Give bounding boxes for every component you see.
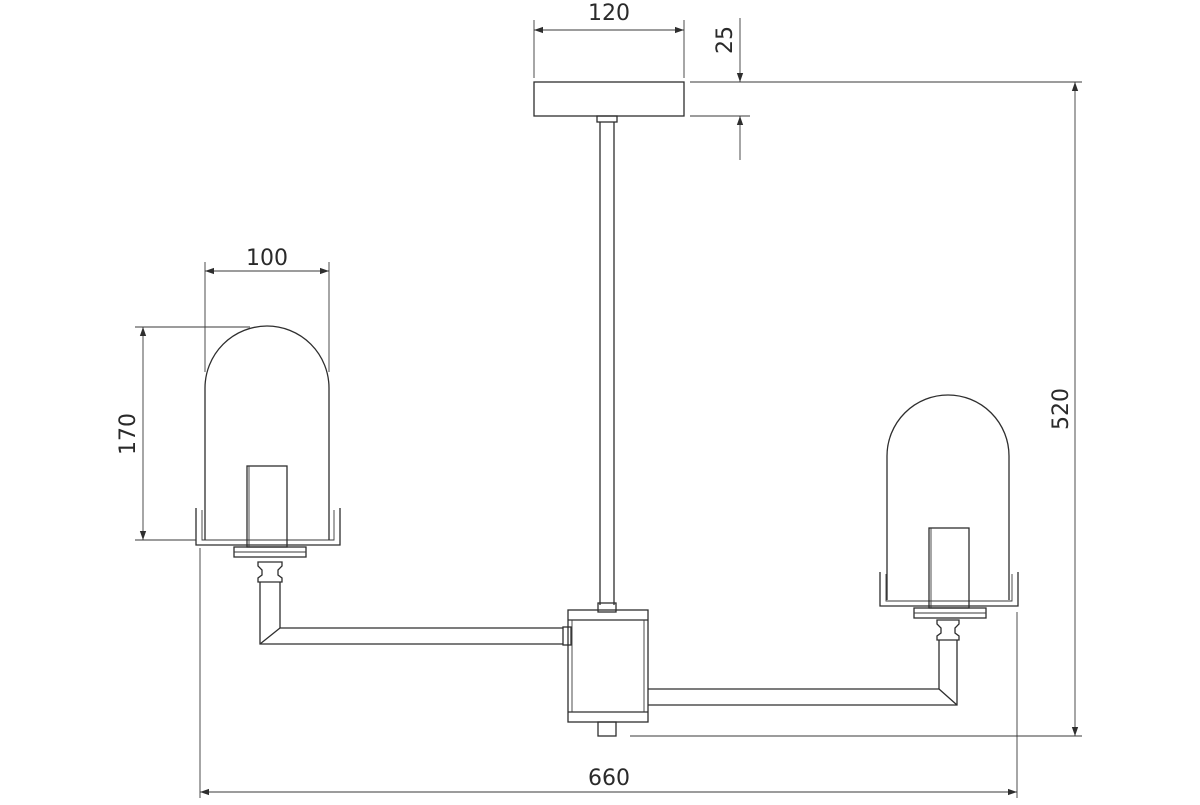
- dimension-total-height: 520: [630, 82, 1082, 737]
- dimension-canopy-height: 25: [690, 18, 1082, 160]
- canopy-width-label: 120: [588, 1, 630, 26]
- dimension-shade-height: 170: [116, 326, 250, 541]
- left-bulb-socket: [246, 465, 288, 548]
- ceiling-canopy: [533, 81, 685, 117]
- central-hub: [562, 609, 649, 737]
- right-lamp: [879, 394, 1019, 641]
- total-height-label: 520: [1049, 388, 1074, 430]
- dimension-total-width: 660: [199, 548, 1018, 798]
- dimension-shade-width: 100: [204, 246, 330, 372]
- shade-height-label: 170: [116, 413, 141, 455]
- canopy-height-label: 25: [713, 26, 738, 54]
- right-arm: [648, 640, 958, 706]
- left-lamp: [195, 325, 341, 583]
- left-glass-shade: [204, 325, 330, 540]
- shade-width-label: 100: [246, 246, 288, 271]
- right-glass-shade: [886, 394, 1010, 600]
- right-bulb-socket: [928, 527, 970, 609]
- total-width-label: 660: [588, 766, 630, 791]
- left-arm: [259, 582, 563, 645]
- stem-rod: [596, 115, 618, 613]
- dimension-canopy-width: 120: [533, 1, 685, 78]
